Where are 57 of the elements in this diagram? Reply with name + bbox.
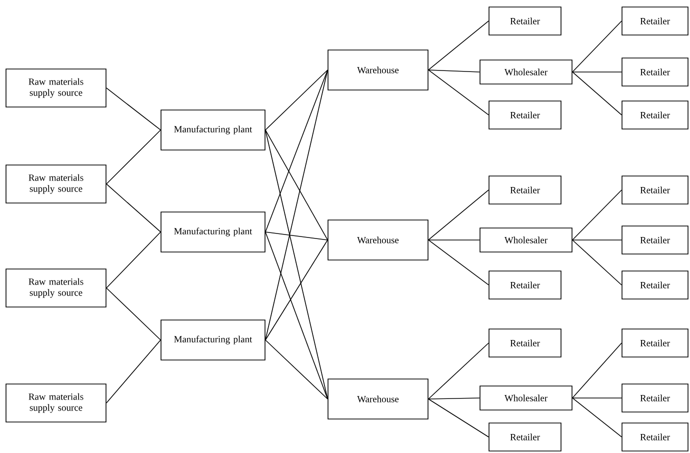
connector-line <box>106 288 162 340</box>
retailer-box: Retailer <box>488 328 562 358</box>
retailer-box: Retailer <box>622 384 688 412</box>
connector-line <box>265 130 328 400</box>
plant-box: Manufacturing plant <box>160 212 266 252</box>
connector-line <box>106 88 162 130</box>
connector-line <box>265 70 328 340</box>
connector-line <box>428 342 489 400</box>
retailer-box: Retailer <box>622 422 688 452</box>
retailer-box: Retailer <box>488 6 562 36</box>
warehouse-box: Warehouse <box>328 50 428 90</box>
retailer-box: Retailer <box>488 100 562 130</box>
connector-line <box>106 340 162 404</box>
source-box: Raw materials supply source <box>6 384 106 422</box>
plant-box: Manufacturing plant <box>160 110 266 150</box>
retailer-box: Retailer <box>622 58 688 86</box>
wholesaler-box: Wholesaler <box>480 228 572 252</box>
connector-line <box>572 240 622 286</box>
connector-line <box>572 72 622 116</box>
connector-line <box>428 398 480 400</box>
connector-line <box>106 232 162 288</box>
wholesaler-box: Wholesaler <box>480 60 572 84</box>
connector-line <box>428 70 480 72</box>
connector-line <box>265 232 328 240</box>
connector-line <box>572 190 622 240</box>
connector-line <box>428 20 489 70</box>
retailer-box: Retailer <box>488 422 562 452</box>
connector-line <box>428 190 489 240</box>
source-box: Raw materials supply source <box>6 268 106 308</box>
connector-line <box>572 398 622 438</box>
connector-line <box>106 130 162 184</box>
source-box: Raw materials supply source <box>6 164 106 204</box>
retailer-box: Retailer <box>622 226 688 254</box>
retailer-box: Retailer <box>622 100 688 130</box>
connector-line <box>265 130 328 240</box>
connector-line <box>572 20 622 72</box>
connector-line <box>265 70 328 232</box>
retailer-box: Retailer <box>622 6 688 36</box>
retailer-box: Retailer <box>622 176 688 204</box>
warehouse-box: Warehouse <box>328 220 428 260</box>
connector-line <box>106 184 162 232</box>
connector-line <box>265 340 328 400</box>
warehouse-box: Warehouse <box>328 378 428 420</box>
connector-line <box>428 240 489 286</box>
connector-line <box>265 232 328 400</box>
wholesaler-box: Wholesaler <box>480 386 572 410</box>
connector-line <box>428 398 489 438</box>
source-box: Raw materials supply source <box>6 68 106 108</box>
connector-line <box>572 342 622 398</box>
retailer-box: Retailer <box>488 270 562 300</box>
connector-line <box>428 70 489 116</box>
retailer-box: Retailer <box>488 176 562 204</box>
connector-line <box>265 70 328 130</box>
retailer-box: Retailer <box>622 270 688 300</box>
retailer-box: Retailer <box>622 328 688 358</box>
connector-line <box>265 240 328 340</box>
plant-box: Manufacturing plant <box>160 320 266 360</box>
